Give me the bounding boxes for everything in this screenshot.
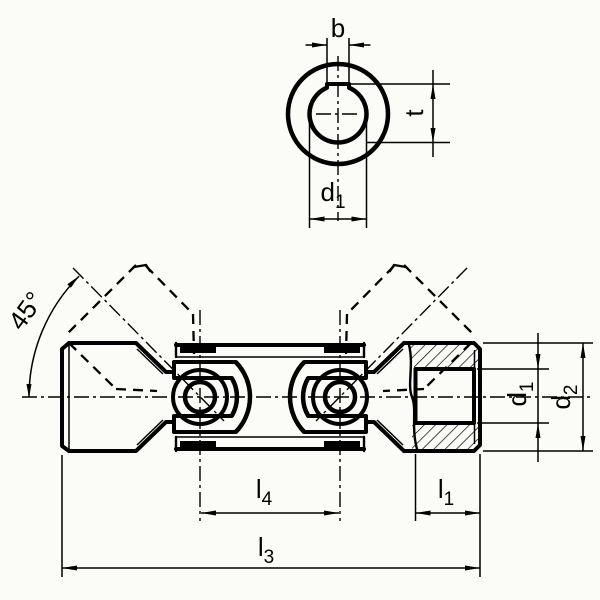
dim-l1-arrow-right	[465, 510, 480, 516]
dim-d2-lines	[483, 342, 593, 452]
dim-t: t	[351, 70, 450, 157]
hub-bore	[413, 367, 476, 425]
dim-l3-lines	[61, 454, 481, 577]
dim-label-d1-side: d1	[502, 381, 538, 406]
dim-t-arrow-top	[430, 84, 436, 99]
left-yoke-eye-horseshoe	[229, 360, 253, 434]
angle-arrow-top	[67, 276, 79, 288]
articulation-axes	[72, 267, 468, 422]
left-shaft-outline	[60, 341, 238, 453]
left-yoke-inner-taper-lines	[136, 348, 164, 446]
dim-l4: l4	[201, 474, 339, 516]
dim-l1-arrow-left	[415, 510, 431, 516]
dim-l1: l1	[414, 454, 480, 521]
bearing-cap-tab	[180, 343, 216, 353]
dim-d2-arrow-top	[580, 343, 586, 358]
left-joint	[171, 360, 253, 434]
dim-label-t: t	[399, 109, 429, 117]
dim-d1-side-arrow-bottom	[535, 423, 541, 438]
dim-l3-arrow-right	[465, 565, 480, 571]
link-rail-end-edges	[174, 341, 366, 453]
section-hatching-bottom	[412, 425, 478, 449]
section-hatching-top	[410, 345, 478, 367]
left-link-eye-circle	[171, 368, 229, 426]
left-pin	[182, 379, 218, 415]
dim-b: b	[305, 13, 371, 84]
dim-label-d1-top: d1	[320, 177, 345, 213]
dim-b-arrow-left	[312, 42, 327, 48]
dim-label-l4: l4	[256, 474, 273, 510]
dim-d1-top-arrow-left	[309, 216, 325, 222]
swung-position-left-outline	[67, 264, 196, 393]
dim-label-l1: l1	[438, 474, 454, 510]
dim-l4-arrow-left	[201, 510, 216, 516]
dim-label-l3: l3	[258, 532, 274, 568]
hub-transition-curve	[407, 343, 419, 451]
dim-d1-side-arrow-top	[535, 354, 541, 369]
dim-label-b: b	[331, 13, 345, 43]
swung-position-left-endcap	[132, 263, 152, 273]
dim-d2: d2	[483, 342, 593, 452]
angle-arc	[28, 275, 80, 398]
dim-d1-side: d1	[477, 333, 549, 462]
angle-arrow-bottom	[26, 384, 32, 398]
dim-label-d2: d2	[546, 384, 582, 409]
dim-b-lines	[305, 38, 371, 84]
center-link	[174, 341, 366, 453]
bearing-cap-tab	[324, 343, 360, 353]
dim-l3-arrow-left	[62, 565, 77, 571]
dim-l3: l3	[61, 454, 481, 577]
top-view-centerlines	[316, 56, 360, 221]
right-link-eye-circle	[311, 368, 369, 426]
dim-d1-top: d1	[308, 116, 368, 228]
swung-position-right-endcap	[388, 263, 408, 273]
dim-b-arrow-right	[349, 42, 364, 48]
swung-position-right-outline	[344, 264, 473, 393]
right-pin	[322, 379, 358, 415]
right-joint	[287, 360, 369, 434]
bearing-cap-tab	[324, 441, 360, 451]
dim-t-arrow-bottom	[430, 128, 436, 143]
right-yoke-hub-outline	[302, 341, 482, 453]
dim-d1-top-arrow-right	[351, 216, 367, 222]
right-yoke-eye-horseshoe	[287, 360, 311, 434]
dim-l4-arrow-right	[324, 510, 339, 516]
dim-d2-arrow-bottom	[580, 436, 586, 451]
top-view: b t d1	[285, 13, 450, 228]
right-yoke-inner-taper-lines	[376, 348, 404, 446]
bearing-cap-tab	[180, 441, 216, 451]
